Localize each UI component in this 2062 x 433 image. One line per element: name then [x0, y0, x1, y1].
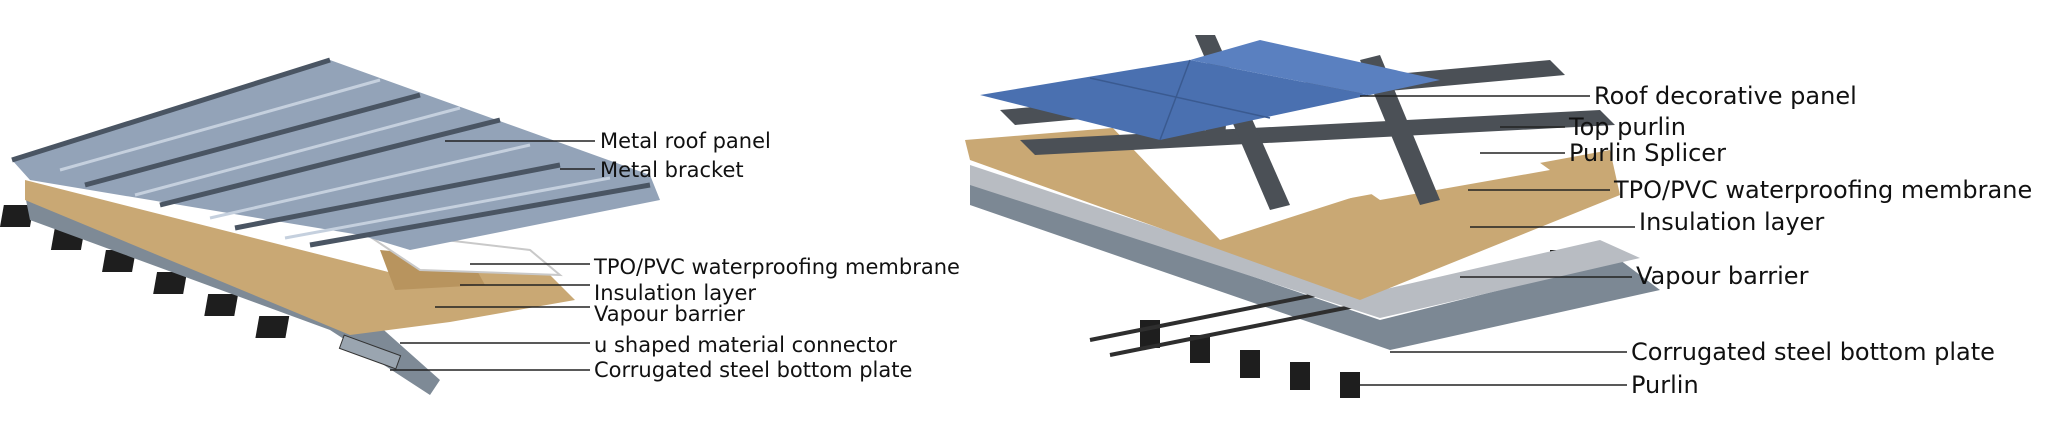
left-panel-ribs	[11, 57, 651, 248]
label-corrugated-bottom-plate: Corrugated steel bottom plate	[594, 358, 913, 382]
label-top-purlin: Top purlin	[1569, 113, 1686, 141]
left-panel-highlights	[59, 78, 611, 240]
left-roof-illustration	[0, 57, 660, 395]
right-panel-seams	[1089, 59, 1271, 141]
label-roof-decorative-panel: Roof decorative panel	[1594, 82, 1857, 110]
label-insulation-layer-right: Insulation layer	[1639, 208, 1825, 236]
left-insulation-layer	[25, 180, 575, 335]
right-exposed-membrane	[1110, 120, 1360, 240]
right-corrugated-plate	[970, 180, 1660, 350]
left-leader-lines	[390, 140, 595, 371]
label-tpo-pvc-membrane-right: TPO/PVC waterproofing membrane	[1614, 176, 2033, 204]
label-insulation-layer: Insulation layer	[594, 281, 757, 305]
left-u-connector	[338, 334, 402, 370]
left-bottom-supports	[0, 205, 290, 338]
right-roof-diagram: Roof decorative panel Top purlin Purlin …	[960, 0, 2062, 433]
label-purlin: Purlin	[1631, 371, 1699, 399]
label-tpo-pvc-membrane: TPO/PVC waterproofing membrane	[594, 255, 960, 279]
label-corrugated-bottom-plate-right: Corrugated steel bottom plate	[1631, 338, 1995, 366]
left-corrugated-plate	[25, 195, 440, 395]
right-roof-decorative-panel-2	[1190, 40, 1440, 95]
label-vapour-barrier-right: Vapour barrier	[1636, 262, 1809, 290]
right-roof-illustration	[965, 35, 1660, 398]
right-leader-lines	[1360, 95, 1635, 386]
label-purlin-splicer: Purlin Splicer	[1569, 139, 1726, 167]
right-vapour-barrier	[970, 165, 1640, 318]
label-vapour-barrier: Vapour barrier	[594, 302, 745, 326]
label-u-shaped-connector: u shaped material connector	[594, 333, 897, 357]
left-roof-diagram: Metal roof panel Metal bracket TPO/PVC w…	[0, 0, 1000, 433]
label-metal-bracket: Metal bracket	[600, 158, 744, 182]
right-corrugations	[1089, 288, 1361, 357]
label-metal-roof-panel: Metal roof panel	[600, 129, 771, 153]
